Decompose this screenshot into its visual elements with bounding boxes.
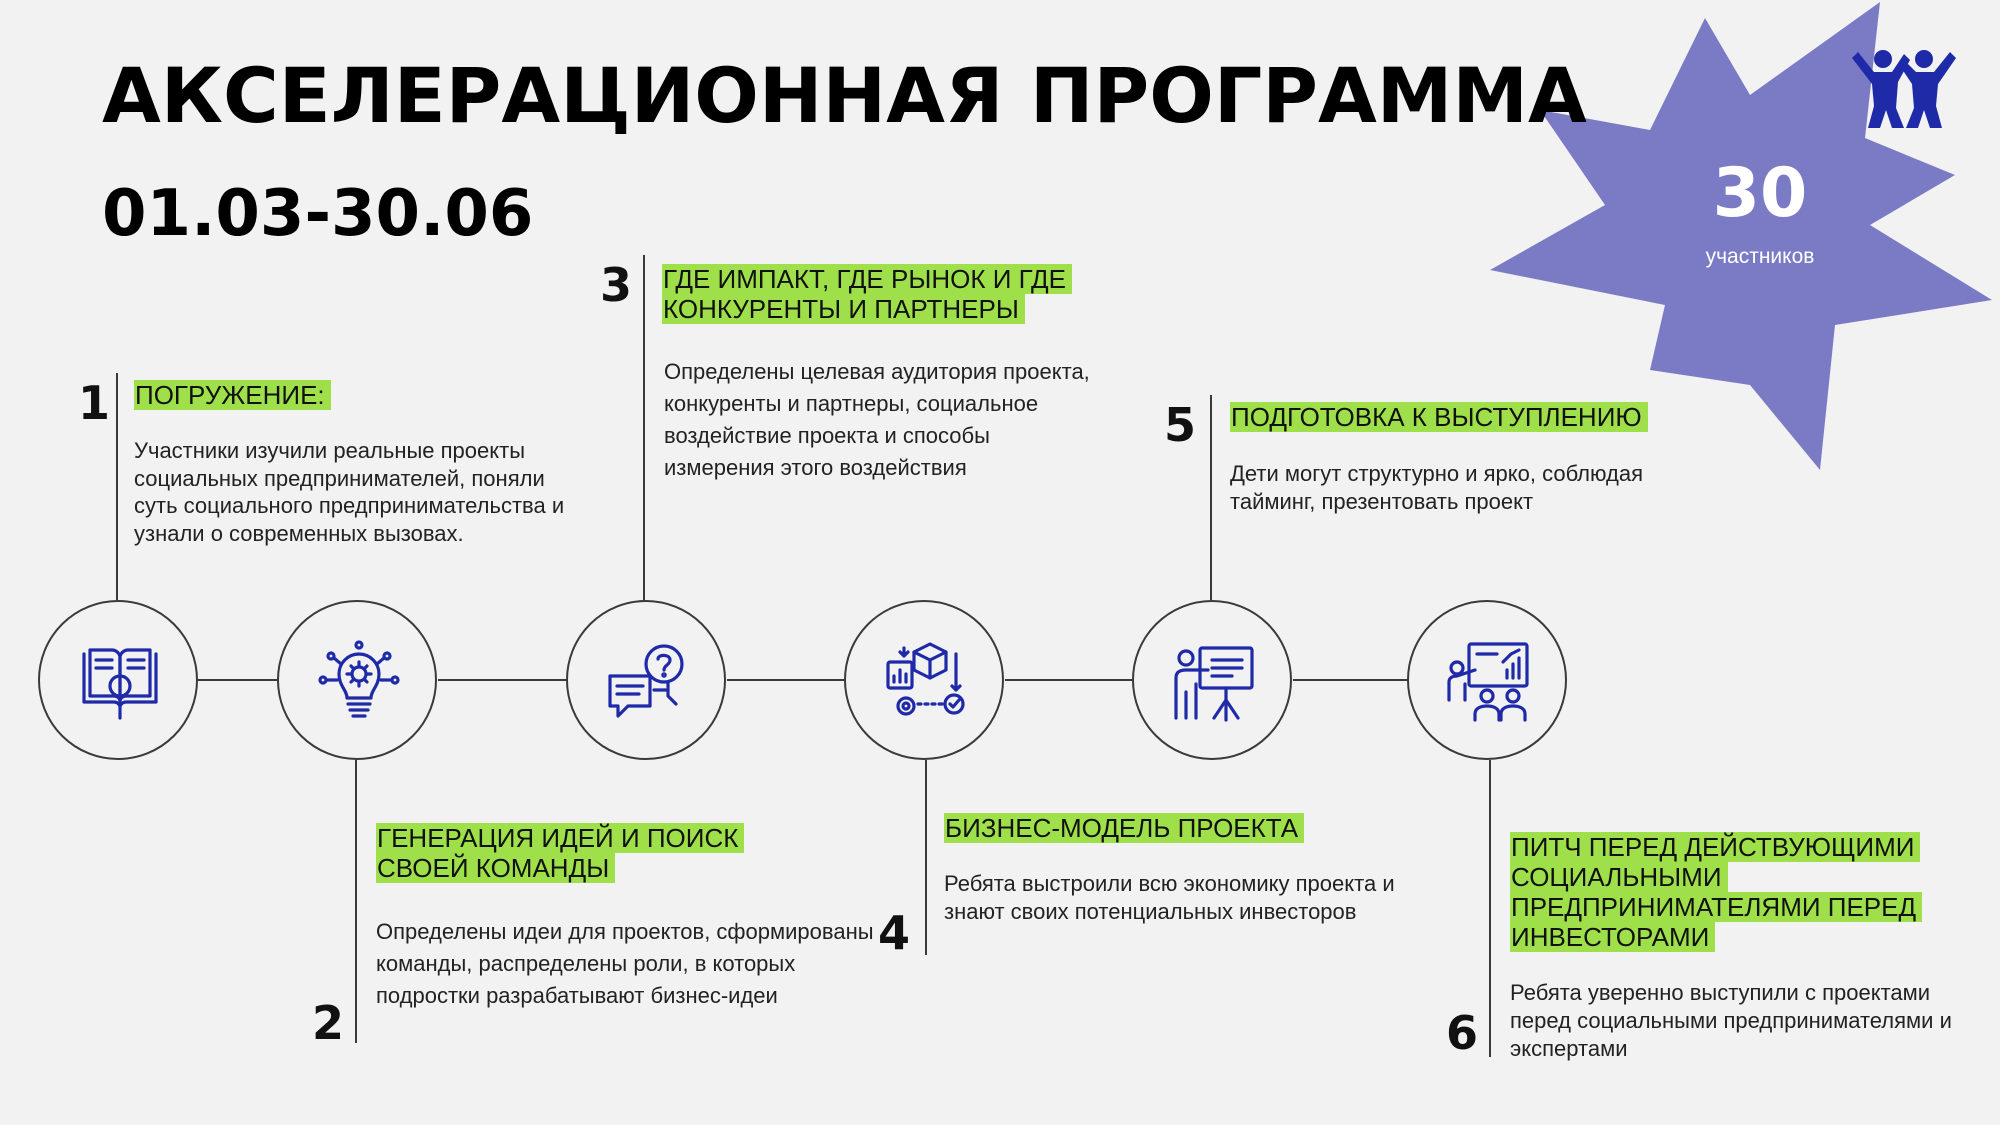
program-dates: 01.03-30.06 — [102, 177, 534, 251]
step-3-title: ГДЕ ИМПАКТ, ГДЕ РЫНОК И ГДЕ КОНКУРЕНТЫ И… — [662, 264, 1132, 324]
lightbulb-gear-icon — [318, 640, 400, 718]
business-process-icon — [886, 642, 965, 716]
step-1-number: 1 — [78, 376, 111, 430]
step-5-number: 5 — [1164, 398, 1197, 452]
step-5-description: Дети могут структурно и ярко, соблюдая т… — [1230, 461, 1644, 514]
step-2-description: Определены идеи для проектов, сформирова… — [376, 919, 874, 1008]
book-magnifier-icon — [82, 648, 158, 720]
step-4-node — [844, 600, 1004, 760]
step-1-title-text: ПОГРУЖЕНИЕ: — [134, 380, 331, 410]
step-6-number: 6 — [1446, 1006, 1479, 1060]
step-3-node — [566, 600, 726, 760]
step-5-title: ПОДГОТОВКА К ВЫСТУПЛЕНИЮ — [1230, 402, 1710, 432]
audience-chart-icon — [1447, 642, 1529, 722]
step-5-title-text: ПОДГОТОВКА К ВЫСТУПЛЕНИЮ — [1230, 402, 1648, 432]
participants-count: 30 — [1712, 154, 1808, 233]
participants-label: участников — [1705, 245, 1815, 268]
step-3-description: Определены целевая аудитория проекта, ко… — [664, 359, 1090, 480]
presenter-board-icon — [1174, 646, 1254, 722]
step-1-node — [38, 600, 198, 760]
step-1-description: Участники изучили реальные проекты социа… — [134, 438, 565, 546]
step-5-node — [1132, 600, 1292, 760]
step-6-description: Ребята уверенно выступили с проектами пе… — [1510, 980, 1952, 1061]
page-title: АКСЕЛЕРАЦИОННАЯ ПРОГРАММА — [102, 51, 1587, 140]
children-logo-icon — [1852, 50, 1956, 128]
step-6-node — [1407, 600, 1567, 760]
step-2-title-text: ГЕНЕРАЦИЯ ИДЕЙ И ПОИСК СВОЕЙ КОМАНДЫ — [376, 823, 745, 883]
step-4-number: 4 — [878, 906, 911, 960]
step-4-description: Ребята выстроили всю экономику проекта и… — [944, 871, 1395, 924]
step-2-node — [277, 600, 437, 760]
step-3-title-text: ГДЕ ИМПАКТ, ГДЕ РЫНОК И ГДЕ КОНКУРЕНТЫ И… — [662, 264, 1072, 324]
step-2-number: 2 — [312, 996, 345, 1050]
step-1-title: ПОГРУЖЕНИЕ: — [134, 380, 434, 410]
chat-question-icon — [608, 644, 684, 718]
step-4-title: БИЗНЕС-МОДЕЛЬ ПРОЕКТА — [944, 813, 1364, 843]
step-3-number: 3 — [600, 258, 633, 312]
step-4-title-text: БИЗНЕС-МОДЕЛЬ ПРОЕКТА — [944, 813, 1305, 843]
step-2-title: ГЕНЕРАЦИЯ ИДЕЙ И ПОИСК СВОЕЙ КОМАНДЫ — [376, 823, 796, 883]
step-6-title: ПИТЧ ПЕРЕД ДЕЙСТВУЮЩИМИ СОЦИАЛЬНЫМИ ПРЕД… — [1510, 832, 1950, 952]
step-6-title-text: ПИТЧ ПЕРЕД ДЕЙСТВУЮЩИМИ СОЦИАЛЬНЫМИ ПРЕД… — [1510, 832, 1923, 952]
